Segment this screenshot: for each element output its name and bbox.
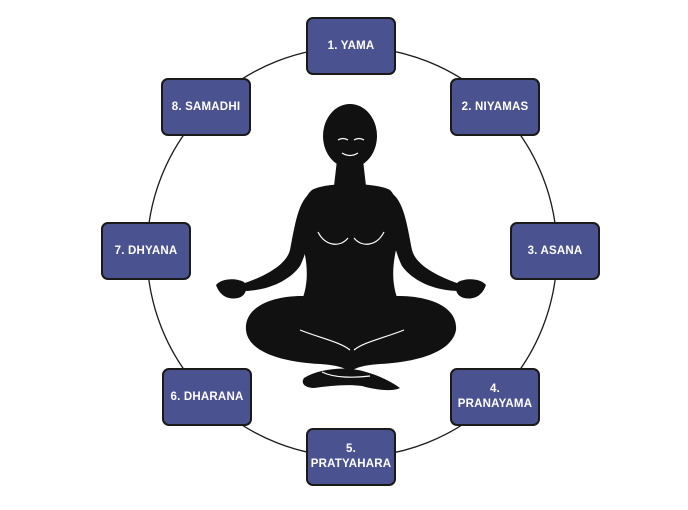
limb-box-dharana: 6. DHARANA: [162, 368, 252, 426]
figure-detail-lines: [299, 137, 405, 378]
meditating-person-icon: [216, 104, 486, 391]
limb-box-asana: 3. ASANA: [510, 222, 600, 280]
limb-box-yama: 1. YAMA: [306, 17, 396, 75]
limb-box-pranayama: 4. PRANAYAMA: [450, 368, 540, 426]
limb-box-pratyahara: 5. PRATYAHARA: [306, 428, 396, 486]
limb-box-niyamas: 2. NIYAMAS: [450, 78, 540, 136]
limb-box-dhyana: 7. DHYANA: [101, 222, 191, 280]
limb-box-samadhi: 8. SAMADHI: [161, 78, 251, 136]
